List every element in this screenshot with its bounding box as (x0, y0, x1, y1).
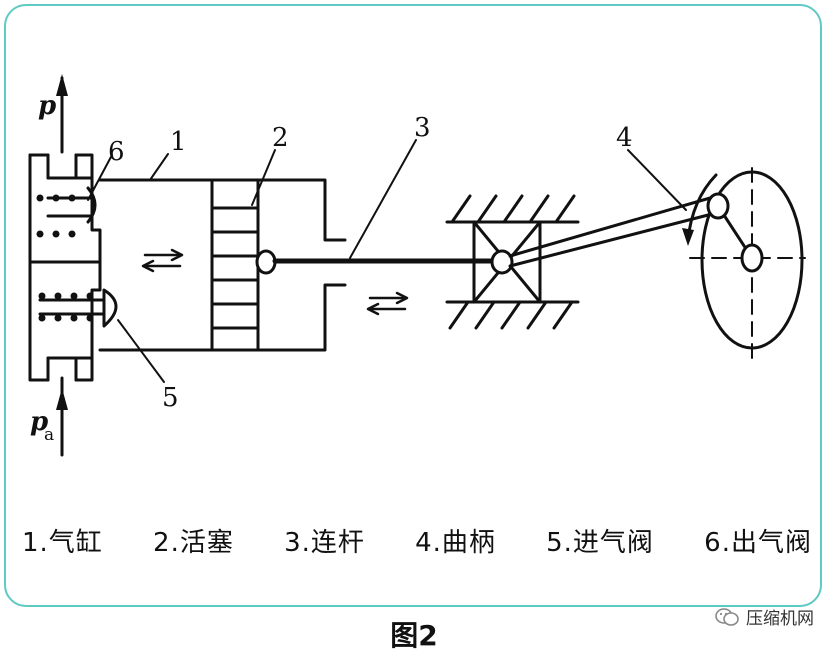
discharge-valve (46, 186, 97, 224)
piston-motion-arrows (141, 248, 184, 273)
label-pa-subscript: a (44, 425, 54, 445)
legend-item-intake-valve: 5.进气阀 (546, 528, 654, 558)
suction-valve (38, 288, 118, 328)
diagram-frame (4, 4, 822, 607)
label-5: 5 (162, 383, 179, 413)
legend-item-piston: 2.活塞 (153, 528, 234, 558)
discharge-valve-dots (36, 194, 76, 238)
valve-head (28, 153, 102, 382)
label-4: 4 (616, 123, 633, 153)
label-3: 3 (414, 113, 431, 143)
legend-item-crank: 4.曲柄 (415, 528, 496, 558)
figure-caption: 图2 (390, 619, 438, 652)
cylinder (98, 178, 347, 352)
discharge-pressure-arrow (56, 74, 68, 154)
wechat-icon (715, 607, 739, 626)
leader-lines (87, 139, 687, 383)
legend-item-exhaust-valve: 6.出气阀 (704, 528, 812, 558)
suction-pressure-arrow (56, 376, 68, 457)
crank-wheel (682, 167, 806, 359)
parts-legend: 1.气缸 2.活塞 3.连杆 4.曲柄 5.进气阀 6.出气阀 (22, 522, 812, 559)
label-6: 6 (108, 137, 125, 167)
crosshead (472, 220, 542, 304)
legend-item-cylinder: 1.气缸 (22, 528, 103, 558)
label-1: 1 (170, 127, 187, 157)
label-p: p (38, 91, 56, 121)
legend-item-connecting-rod: 3.连杆 (284, 528, 365, 558)
watermark: 压缩机网 (714, 604, 814, 629)
piston (210, 178, 277, 352)
label-pa: p (30, 407, 48, 437)
crank-connecting-link (508, 196, 714, 268)
rod-motion-arrows (366, 291, 409, 316)
suction-valve-dots (38, 292, 94, 322)
watermark-text: 压缩机网 (746, 609, 814, 629)
label-2: 2 (272, 123, 289, 153)
